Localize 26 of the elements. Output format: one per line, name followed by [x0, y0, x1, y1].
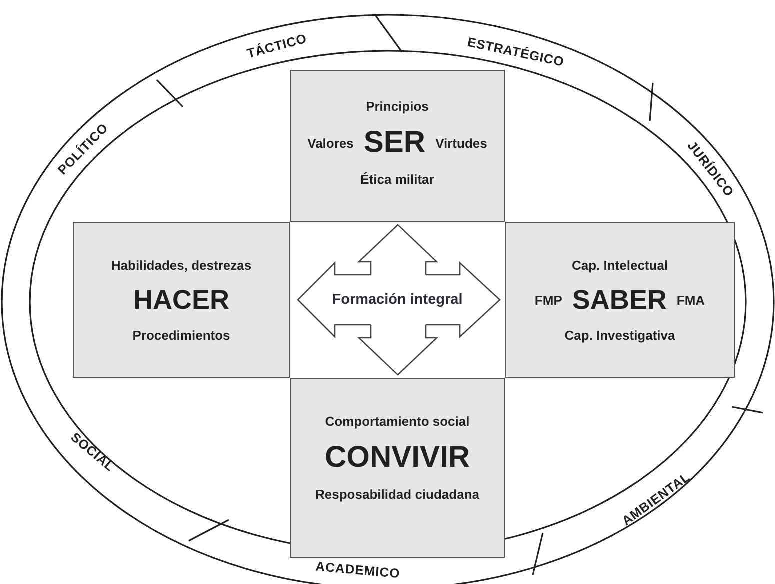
heading: SABER: [572, 286, 667, 314]
band-label: ACADEMICO: [315, 558, 401, 582]
text-label: Resposabilidad ciudadana: [316, 487, 480, 502]
category-box: [290, 378, 505, 558]
heading: HACER: [133, 286, 230, 314]
text-label: Habilidades, destrezas: [111, 258, 252, 272]
text-label: Procedimientos: [132, 328, 230, 342]
arrow: [297, 261, 372, 339]
text-label: FMA: [676, 292, 706, 308]
text-label: Cap. Investigativa: [564, 328, 676, 342]
text-label: FMP: [534, 292, 562, 308]
center-label: Formación integral: [332, 292, 463, 308]
arrow: [357, 224, 439, 276]
category-box: [290, 70, 505, 222]
text-label: Virtudes: [436, 136, 488, 150]
text-label: Comportamiento social: [325, 414, 470, 429]
category-box: [73, 222, 290, 378]
text-label: Cap. Intelectual: [572, 258, 668, 272]
text-label: Principios: [366, 99, 429, 114]
heading: SER: [364, 128, 426, 158]
heading: CONVIVIR: [324, 443, 470, 473]
category-box: [505, 222, 735, 378]
text-label: Valores: [308, 136, 354, 150]
text-label: Ética militar: [360, 172, 434, 187]
arrow: [425, 262, 501, 338]
arrow: [357, 324, 439, 376]
